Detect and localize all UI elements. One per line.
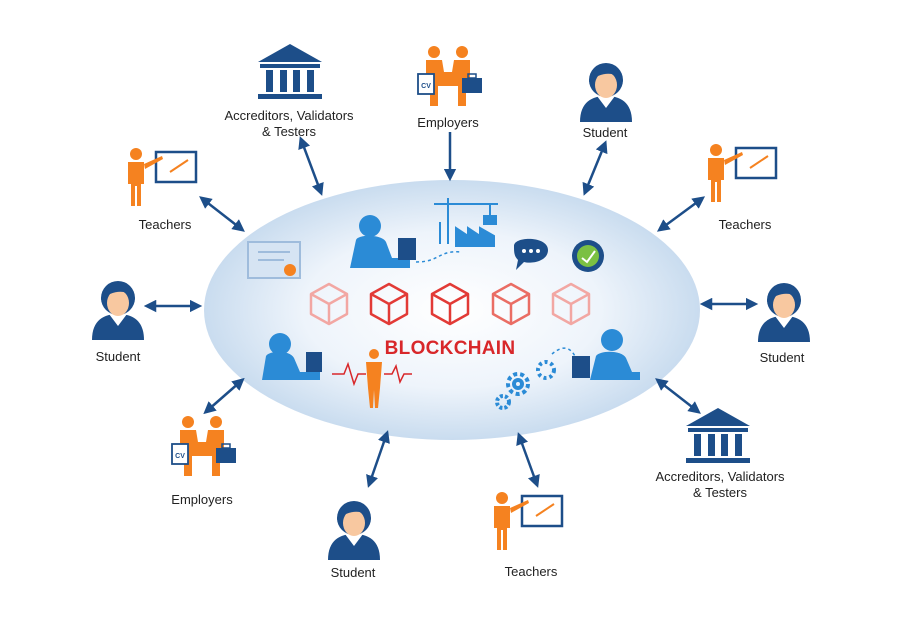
student-icon <box>328 501 380 560</box>
label-line-1: Accreditors, Validators <box>224 108 354 123</box>
teacher-icon <box>706 142 778 204</box>
label-line-1: Accreditors, Validators <box>655 469 785 484</box>
connection-arrows <box>143 132 759 488</box>
crane-factory-icon <box>434 198 498 247</box>
person-at-laptop-right-icon <box>572 329 640 380</box>
node-label-teachers-right-top: Teachers <box>718 217 772 232</box>
student-icon <box>758 283 810 342</box>
node-label-student-right: Student <box>759 350 805 365</box>
node-label-employers-bottom: Employers <box>171 492 233 507</box>
digital-badge-icon <box>572 240 604 272</box>
student-icon <box>580 63 632 122</box>
institution-icon <box>686 408 750 463</box>
teacher-icon <box>126 146 198 208</box>
arrow-teachers-left-top <box>199 196 245 232</box>
anatomy-heartbeat-icon <box>332 349 412 408</box>
label-line-2: & Testers <box>693 485 747 500</box>
handshake-icon <box>417 45 483 107</box>
arrow-accreditors-bottom <box>655 378 701 414</box>
blockchain-ellipse <box>204 180 700 440</box>
node-label-teachers-bottom: Teachers <box>504 564 558 579</box>
node-label-accreditors-bottom: Accreditors, Validators & Testers <box>655 469 784 501</box>
arrow-student-top <box>582 140 608 196</box>
blockchain-label: BLOCKCHAIN <box>384 338 516 359</box>
institution-icon <box>258 44 322 99</box>
arrow-teachers-right-top <box>656 196 706 232</box>
node-label-student-top: Student <box>582 125 628 140</box>
arrow-employers-bottom <box>203 377 245 415</box>
node-label-accreditors-top: Accreditors, Validators & Testers <box>224 108 353 140</box>
certificate-icon <box>247 241 301 279</box>
handshake-icon <box>171 415 237 477</box>
arrow-student-bottom <box>366 430 390 488</box>
arrow-teachers-bottom <box>516 432 540 488</box>
gears-icon <box>495 347 579 410</box>
node-label-employers-top: Employers <box>417 115 479 130</box>
chat-bubble-icon <box>514 238 548 270</box>
person-at-laptop-icon <box>350 215 463 268</box>
arrow-accreditors-top <box>298 136 324 196</box>
node-label-student-left: Student <box>95 349 141 364</box>
label-line-2: & Testers <box>262 124 316 139</box>
node-label-teachers-left-top: Teachers <box>138 217 192 232</box>
student-icon <box>92 281 144 340</box>
node-label-student-bottom: Student <box>330 565 376 580</box>
doctor-at-laptop-icon <box>262 333 322 380</box>
teacher-icon <box>492 490 564 552</box>
